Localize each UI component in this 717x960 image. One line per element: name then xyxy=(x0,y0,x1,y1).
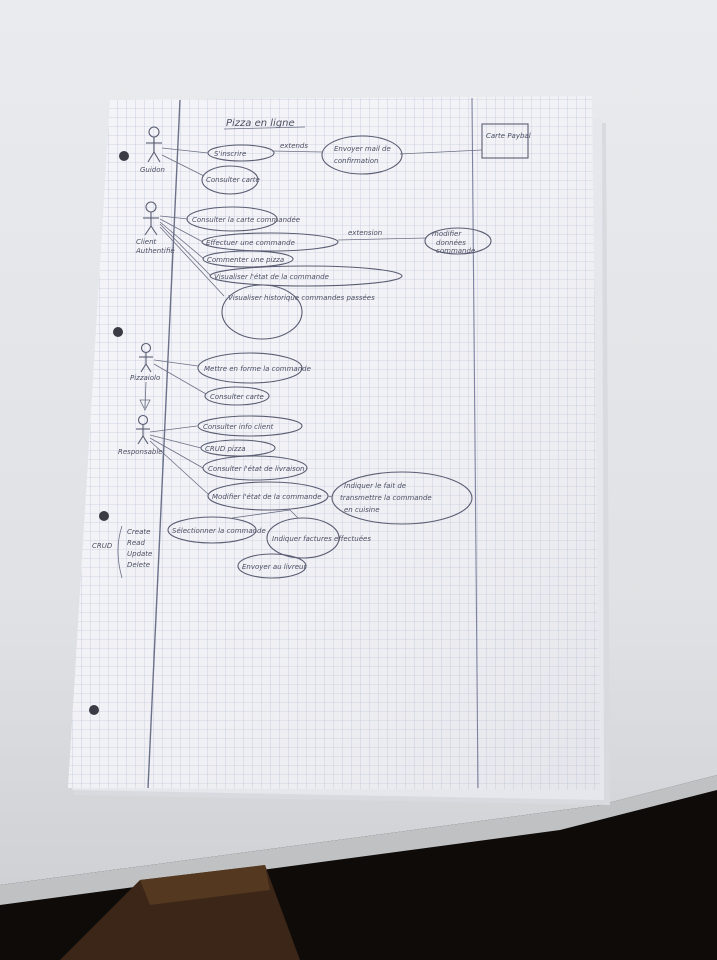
svg-text:transmettre la commande: transmettre la commande xyxy=(340,494,432,502)
payment-link xyxy=(399,149,483,155)
external-actor-box: Carte Paybal xyxy=(481,123,531,159)
actor-guidon-label: Guidon xyxy=(140,166,165,174)
svg-text:données: données xyxy=(436,239,466,247)
svg-text:Consulter carte: Consulter carte xyxy=(210,393,264,401)
usecase-consulter-info-client: Consulter info client xyxy=(197,415,303,437)
svg-text:Indiquer le fait de: Indiquer le fait de xyxy=(344,482,406,490)
svg-text:Visualiser l'état de la comman: Visualiser l'état de la commande xyxy=(214,273,329,281)
usecase-effectuer-commande: Effectuer une commande xyxy=(201,232,339,252)
svg-text:Consulter l'état de livraison: Consulter l'état de livraison xyxy=(208,465,304,473)
svg-text:S'inscrire: S'inscrire xyxy=(214,150,246,158)
svg-text:Consulter la carte commandée: Consulter la carte commandée xyxy=(192,216,300,224)
usecase-consulter-carte-guest: Consulter carte xyxy=(201,165,260,195)
svg-text:Envoyer mail de: Envoyer mail de xyxy=(334,145,391,153)
svg-text:Consulter carte: Consulter carte xyxy=(206,176,260,184)
usecase-confirmation: Envoyer mail de confirmation xyxy=(321,135,403,175)
usecase-historique: Visualiser historique commandes passées xyxy=(221,284,375,340)
svg-text:Envoyer au livreur: Envoyer au livreur xyxy=(242,563,307,571)
actor-authentifie-label: Authentifié xyxy=(135,247,175,255)
svg-text:Read: Read xyxy=(127,539,145,547)
svg-text:CRUD pizza: CRUD pizza xyxy=(205,445,246,453)
relation-extension: extension xyxy=(348,229,382,237)
title-underline xyxy=(223,126,306,130)
svg-text:Mettre en forme la commande: Mettre en forme la commande xyxy=(204,365,311,373)
grid-paper-sheet xyxy=(68,96,600,790)
usecase-selectionner-commande: Sélectionner la commande xyxy=(167,516,266,544)
svg-text:en cuisine: en cuisine xyxy=(344,506,380,514)
svg-text:Sélectionner la commande: Sélectionner la commande xyxy=(172,527,266,535)
usecase-modifier-donnees: modifier données commande xyxy=(424,227,492,255)
svg-text:confirmation: confirmation xyxy=(334,157,379,165)
svg-text:modifier: modifier xyxy=(432,230,462,238)
svg-text:Delete: Delete xyxy=(127,561,150,569)
svg-text:Modifier l'état de la commande: Modifier l'état de la commande xyxy=(212,493,322,501)
svg-text:Consulter info client: Consulter info client xyxy=(203,423,274,431)
actor-guidon-stickfigure xyxy=(146,126,162,163)
actor-responsable-label: Responsable xyxy=(118,448,163,456)
crud-key: CRUD xyxy=(92,542,113,550)
relation-extends-1: extends xyxy=(280,142,308,150)
svg-text:Effectuer une commande: Effectuer une commande xyxy=(206,239,295,247)
svg-text:Create: Create xyxy=(127,528,150,536)
usecase-visualiser-etat: Visualiser l'état de la commande xyxy=(209,265,403,287)
external-actor-label: Carte Paybal xyxy=(486,132,531,140)
diagram-title: Pizza en ligne xyxy=(226,118,295,129)
usecase-envoyer-livreur: Envoyer au livreur xyxy=(237,553,307,579)
usecase-commenter-pizza: Commenter une pizza xyxy=(202,250,294,268)
actor-pizzaiolo-label: Pizzaiolo xyxy=(130,374,160,382)
svg-text:Indiquer factures effectuées: Indiquer factures effectuées xyxy=(272,535,371,543)
usecase-consulter-carte-pizzaiolo: Consulter carte xyxy=(204,386,270,406)
svg-text:commande: commande xyxy=(436,247,475,255)
svg-text:Update: Update xyxy=(127,550,152,558)
actor-responsable-stickfigure xyxy=(136,414,150,445)
usecase-mettre-en-forme: Mettre en forme la commande xyxy=(197,352,311,384)
usecase-transmettre-cuisine: Indiquer le fait de transmettre la comma… xyxy=(331,471,473,525)
svg-text:Commenter une pizza: Commenter une pizza xyxy=(207,256,284,264)
crud-legend: CRUD Create Read Update Delete xyxy=(92,525,152,579)
svg-text:Visualiser historique commande: Visualiser historique commandes passées xyxy=(228,294,375,302)
actor-pizzaiolo-stickfigure xyxy=(139,342,153,373)
usecase-indiquer-factures: Indiquer factures effectuées xyxy=(266,517,371,559)
actor-client-stickfigure xyxy=(143,201,159,236)
actor-client-label: Client xyxy=(136,238,157,246)
